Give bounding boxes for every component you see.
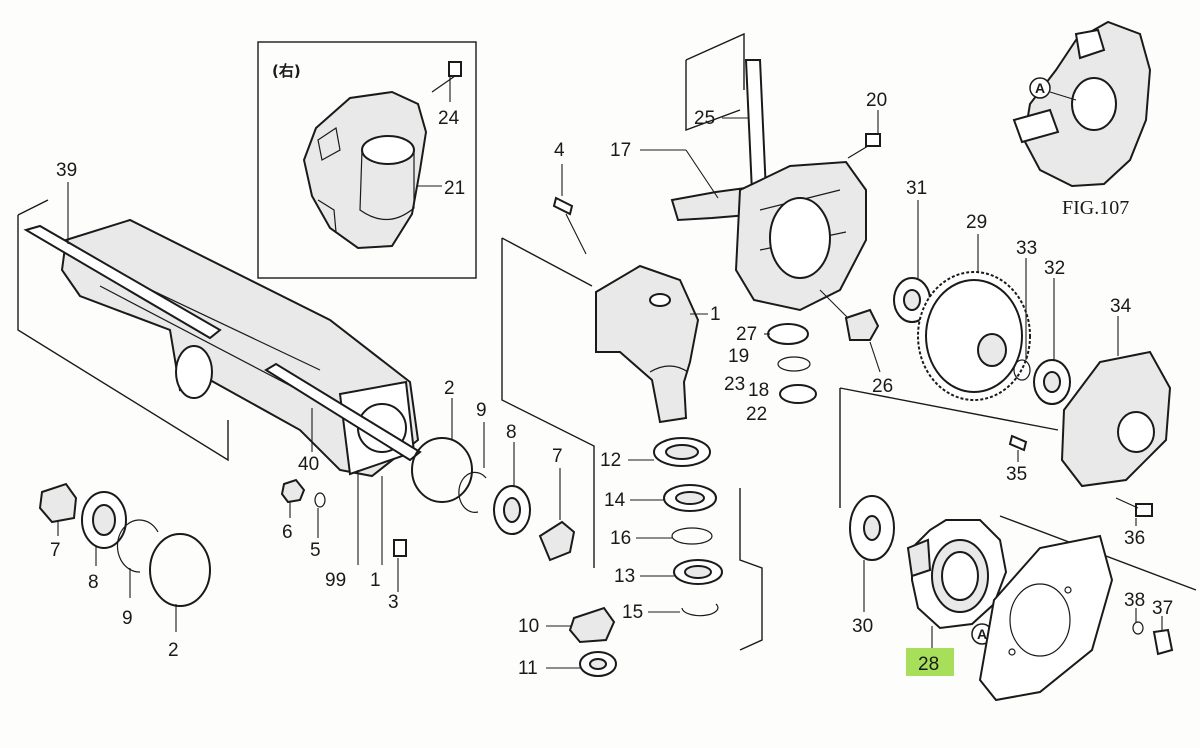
label-32: 32 (1044, 258, 1065, 279)
label-2-mid: 2 (444, 378, 455, 399)
part-28-hub (906, 519, 1008, 648)
label-26: 26 (872, 376, 893, 397)
label-8-mid: 8 (506, 422, 517, 443)
part-21-housing (302, 90, 428, 250)
marker-a-upper (1029, 77, 1051, 99)
label-1-center: 1 (710, 304, 721, 325)
upper-center: 25 17 20 27 19 23 18 22 26 (610, 32, 893, 425)
inset-box: (右) 24 21 (257, 41, 477, 279)
label-8-left: 8 (88, 572, 99, 593)
label-27: 27 (736, 324, 757, 345)
marker-a-lower-text: A (977, 626, 987, 642)
label-9-left: 9 (122, 608, 133, 629)
label-25: 25 (694, 108, 715, 129)
label-29: 29 (966, 212, 987, 233)
label-5: 5 (310, 540, 321, 561)
label-14: 14 (604, 490, 626, 511)
label-22: 22 (746, 404, 767, 425)
label-20: 20 (866, 90, 887, 111)
label-31: 31 (906, 178, 927, 199)
label-7-mid: 7 (552, 446, 563, 467)
label-1-left: 1 (370, 570, 381, 591)
label-30: 30 (852, 616, 873, 637)
label-6: 6 (282, 522, 293, 543)
label-9-mid: 9 (476, 400, 487, 421)
label-34: 34 (1110, 296, 1132, 317)
highlight-28 (906, 648, 954, 676)
label-35: 35 (1006, 464, 1027, 485)
label-7-left: 7 (50, 540, 61, 561)
label-10: 10 (518, 616, 539, 637)
right-group: 31 29 33 32 34 35 36 3 (839, 178, 1197, 702)
part-24-bolt (431, 61, 462, 93)
label-19: 19 (728, 346, 749, 367)
reference-detail: A FIG.107 (1012, 20, 1152, 219)
label-18: 18 (748, 380, 769, 401)
label-33: 33 (1016, 238, 1037, 259)
label-24: 24 (438, 108, 460, 129)
label-36: 36 (1124, 528, 1145, 549)
label-23: 23 (724, 374, 745, 395)
label-16: 16 (610, 528, 631, 549)
label-15: 15 (622, 602, 643, 623)
marker-a-upper-text: A (1035, 80, 1045, 96)
left-small-parts: 7 8 9 2 6 5 3 2 9 8 (38, 378, 576, 661)
label-17: 17 (610, 140, 631, 161)
axle-housing-group: 39 40 99 1 (17, 160, 422, 591)
label-40: 40 (298, 454, 319, 475)
label-12: 12 (600, 450, 621, 471)
label-39: 39 (56, 160, 77, 181)
label-21: 21 (444, 178, 465, 199)
label-2-left: 2 (168, 640, 179, 661)
label-4: 4 (554, 140, 565, 161)
label-38: 38 (1124, 590, 1145, 611)
center-column: 1 4 12 14 16 13 15 10 11 (501, 140, 763, 679)
label-13: 13 (614, 566, 635, 587)
inset-label: (右) (272, 62, 301, 80)
label-37: 37 (1152, 598, 1173, 619)
label-3: 3 (388, 592, 399, 613)
figure-caption: FIG.107 (1062, 197, 1129, 219)
label-28: 28 (918, 654, 939, 675)
label-11: 11 (518, 658, 538, 679)
label-99: 99 (325, 570, 346, 591)
